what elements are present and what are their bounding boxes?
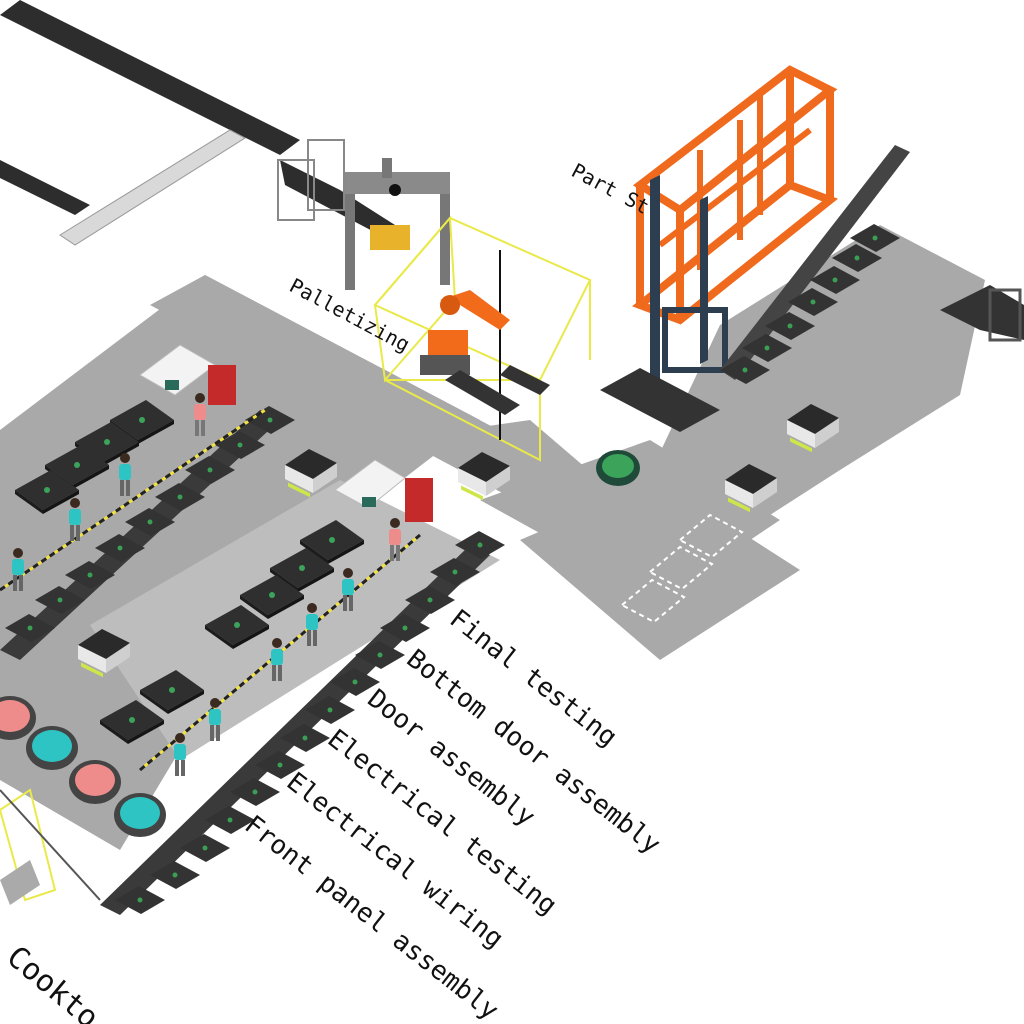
- buffer-conveyor: [600, 145, 1024, 432]
- palletizing-cell: [345, 158, 592, 462]
- worker-spot-markers: [0, 696, 166, 837]
- part-storage-rack: [632, 65, 838, 385]
- cooktop-cell: [0, 788, 101, 905]
- upper-conveyor-line: [0, 0, 395, 246]
- agv-parking-spots: [620, 513, 744, 624]
- test-desk-2: [334, 459, 433, 522]
- charging-pad: [596, 450, 640, 486]
- station-label-final-testing: Final testing: [444, 604, 623, 753]
- assembly-line-right: [100, 520, 505, 915]
- test-desk-1: [139, 344, 236, 405]
- cooktop-label: Cookto: [0, 939, 105, 1024]
- assembly-line-left: [0, 400, 295, 660]
